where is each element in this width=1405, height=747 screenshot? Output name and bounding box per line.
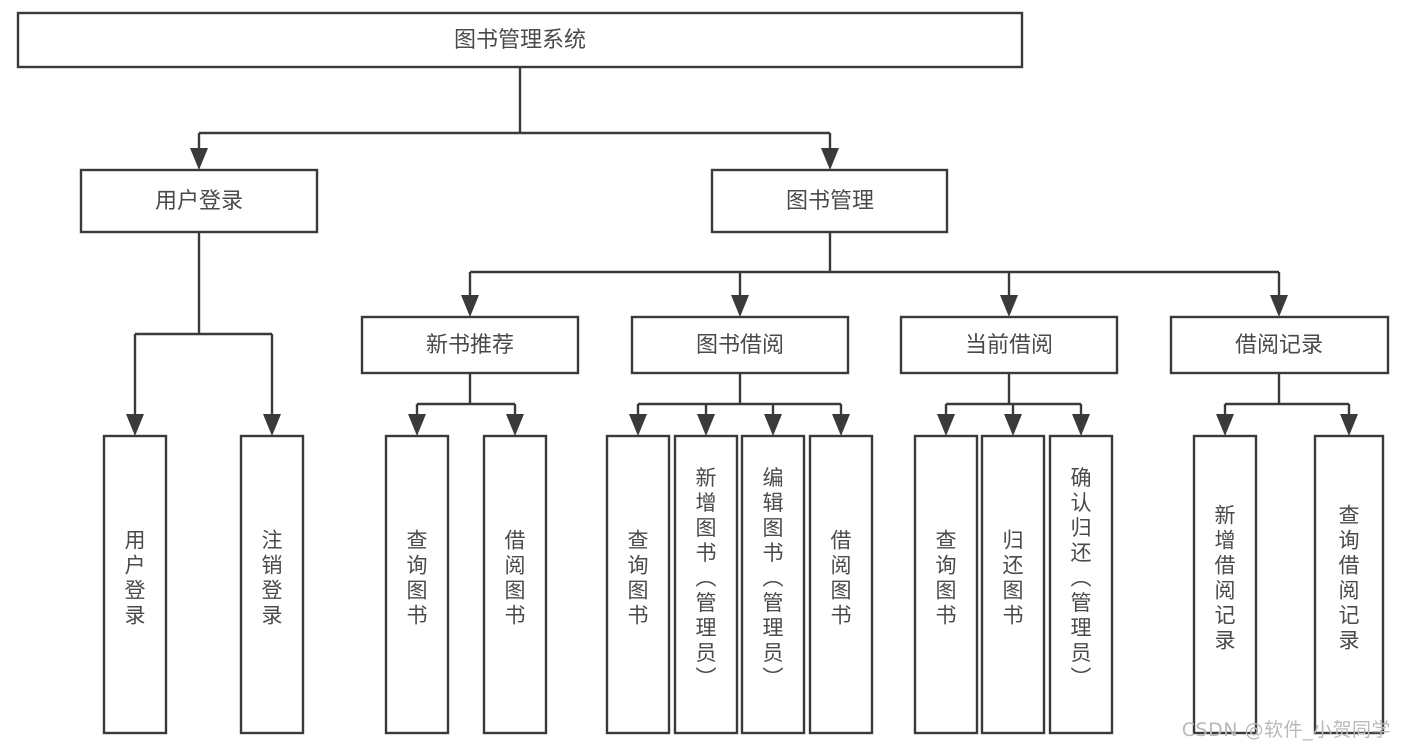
leaf-node-borrow-book-2[interactable]: 借阅图书	[808, 434, 874, 735]
leaf-confirm-return-label: 确认归还︵管理员︶	[1071, 466, 1092, 690]
node-current-borrow-label: 当前借阅	[965, 333, 1053, 358]
leaf-confirm-return-box[interactable]	[1048, 434, 1114, 735]
leaf-node-add-book[interactable]: 新增图书︵管理员︶	[673, 434, 739, 735]
arrowhead-leaf-edit-book	[764, 414, 782, 436]
leaf-borrow-book-2-box[interactable]	[808, 434, 874, 735]
leaf-node-edit-book[interactable]: 编辑图书︵管理员︶	[740, 434, 806, 735]
leaf-query-book-1-label: 查询图书	[407, 529, 428, 628]
leaf-node-borrow-book-1[interactable]: 借阅图书	[482, 434, 548, 735]
leaf-node-return-book[interactable]: 归还图书	[980, 434, 1046, 735]
leaf-node-query-book-2[interactable]: 查询图书	[605, 434, 671, 735]
node-root[interactable]: 图书管理系统	[16, 11, 1024, 69]
node-book-borrow-box[interactable]	[630, 315, 850, 375]
leaf-add-record-box[interactable]	[1192, 434, 1258, 735]
leaf-node-add-record[interactable]: 新增借阅记录	[1192, 434, 1258, 735]
node-book-manage-label: 图书管理	[786, 189, 874, 214]
leaf-query-book-2-label: 查询图书	[628, 529, 649, 628]
node-book-borrow[interactable]: 图书借阅	[630, 315, 850, 375]
arrowhead-leaf-add-book	[697, 414, 715, 436]
leaf-return-book-label: 归还图书	[1003, 529, 1024, 628]
arrowhead-borrow-record	[1270, 295, 1288, 317]
leaf-query-record-box[interactable]	[1313, 434, 1385, 735]
arrowhead-leaf-query-book-1	[408, 414, 426, 436]
arrowhead-leaf-query-book-2	[629, 414, 647, 436]
node-user-login-label: 用户登录	[155, 189, 243, 214]
arrowhead-book-borrow	[731, 295, 749, 317]
arrowhead-leaf-return-book	[1004, 414, 1022, 436]
leaf-query-book-2-box[interactable]	[605, 434, 671, 735]
leaf-borrow-book-2-label: 借阅图书	[831, 529, 852, 628]
leaf-borrow-book-1-box[interactable]	[482, 434, 548, 735]
leaf-query-book-3-label: 查询图书	[936, 529, 957, 628]
leaf-query-book-1-box[interactable]	[384, 434, 450, 735]
leaf-borrow-book-1-label: 借阅图书	[505, 529, 526, 628]
arrowhead-leaf-logout	[263, 414, 281, 436]
node-user-login[interactable]: 用户登录	[79, 168, 319, 234]
node-book-manage[interactable]: 图书管理	[710, 168, 949, 234]
node-root-box[interactable]	[16, 11, 1024, 69]
leaf-return-book-box[interactable]	[980, 434, 1046, 735]
node-book-manage-box[interactable]	[710, 168, 949, 234]
node-new-book-recommend-label: 新书推荐	[426, 333, 514, 358]
arrowhead-new-book-recommend	[461, 295, 479, 317]
leaf-add-book-label: 新增图书︵管理员︶	[696, 466, 717, 690]
leaf-query-record-label: 查询借阅记录	[1339, 504, 1360, 653]
leaf-user-login-box[interactable]	[102, 434, 168, 735]
leaf-node-query-book-3[interactable]: 查询图书	[913, 434, 979, 735]
node-new-book-recommend[interactable]: 新书推荐	[360, 315, 580, 375]
leaf-logout-box[interactable]	[239, 434, 305, 735]
arrowhead-leaf-add-record	[1216, 414, 1234, 436]
leaf-node-query-book-1[interactable]: 查询图书	[384, 434, 450, 735]
node-root-label: 图书管理系统	[454, 28, 586, 53]
node-user-login-box[interactable]	[79, 168, 319, 234]
arrowhead-leaf-query-record	[1340, 414, 1358, 436]
arrowhead-user-login	[190, 148, 208, 170]
leaf-node-logout[interactable]: 注销登录	[239, 434, 305, 735]
leaf-edit-book-box[interactable]	[740, 434, 806, 735]
node-current-borrow-box[interactable]	[899, 315, 1119, 375]
leaf-logout-label: 注销登录	[262, 529, 283, 628]
node-borrow-record[interactable]: 借阅记录	[1169, 315, 1390, 375]
leaf-query-book-3-box[interactable]	[913, 434, 979, 735]
node-current-borrow[interactable]: 当前借阅	[899, 315, 1119, 375]
node-borrow-record-box[interactable]	[1169, 315, 1390, 375]
leaf-add-book-box[interactable]	[673, 434, 739, 735]
arrowhead-leaf-borrow-book-1	[506, 414, 524, 436]
arrowhead-leaf-borrow-book-2	[832, 414, 850, 436]
arrowhead-leaf-query-book-3	[937, 414, 955, 436]
arrowhead-current-borrow	[1000, 295, 1018, 317]
arrowhead-leaf-confirm-return	[1072, 414, 1090, 436]
leaf-node-user-login[interactable]: 用户登录	[102, 434, 168, 735]
leaf-node-confirm-return[interactable]: 确认归还︵管理员︶	[1048, 434, 1114, 735]
arrowhead-leaf-user-login	[126, 414, 144, 436]
leaf-add-record-label: 新增借阅记录	[1215, 504, 1236, 653]
leaf-edit-book-label: 编辑图书︵管理员︶	[763, 466, 784, 690]
node-new-book-recommend-box[interactable]	[360, 315, 580, 375]
node-book-borrow-label: 图书借阅	[696, 333, 784, 358]
arrowhead-book-manage	[821, 148, 839, 170]
node-borrow-record-label: 借阅记录	[1235, 333, 1323, 358]
connector-layer	[126, 67, 1358, 436]
leaf-user-login-label: 用户登录	[125, 529, 146, 628]
leaf-node-query-record[interactable]: 查询借阅记录	[1313, 434, 1385, 735]
